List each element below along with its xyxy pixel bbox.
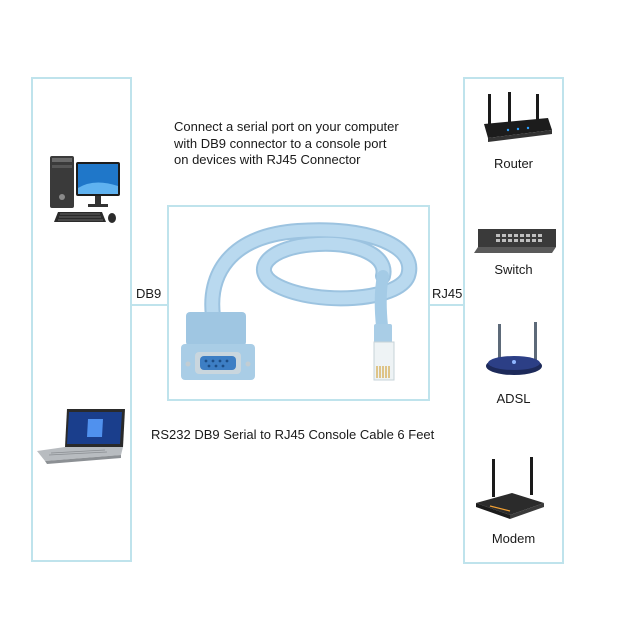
device-label-modem: Modem [491,531,536,546]
rj45-label: RJ45 [432,286,463,301]
desktop-computer-icon [50,156,120,223]
device-label-switch: Switch [494,262,533,277]
db9-connector-line [132,304,167,306]
switch-icon [474,229,556,253]
instruction-line: Connect a serial port on your computer [174,119,399,134]
instruction-text: Connect a serial port on your computer w… [174,119,444,169]
db9-label: DB9 [136,286,162,301]
device-label-adsl: ADSL [496,391,531,406]
laptop-icon [37,409,125,464]
modem-icon [476,457,544,519]
device-panel [463,77,564,564]
device-label-router: Router [493,156,534,171]
instruction-line: on devices with RJ45 Connector [174,152,361,167]
rj45-connector-line [430,304,463,306]
cable-panel [167,205,430,401]
cable-caption: RS232 DB9 Serial to RJ45 Console Cable 6… [151,427,435,442]
router-icon [484,92,552,142]
console-cable-illustration [181,222,418,381]
adsl-modem-icon [486,322,542,375]
instruction-line: with DB9 connector to a console port [174,135,387,151]
computer-panel [31,77,132,562]
